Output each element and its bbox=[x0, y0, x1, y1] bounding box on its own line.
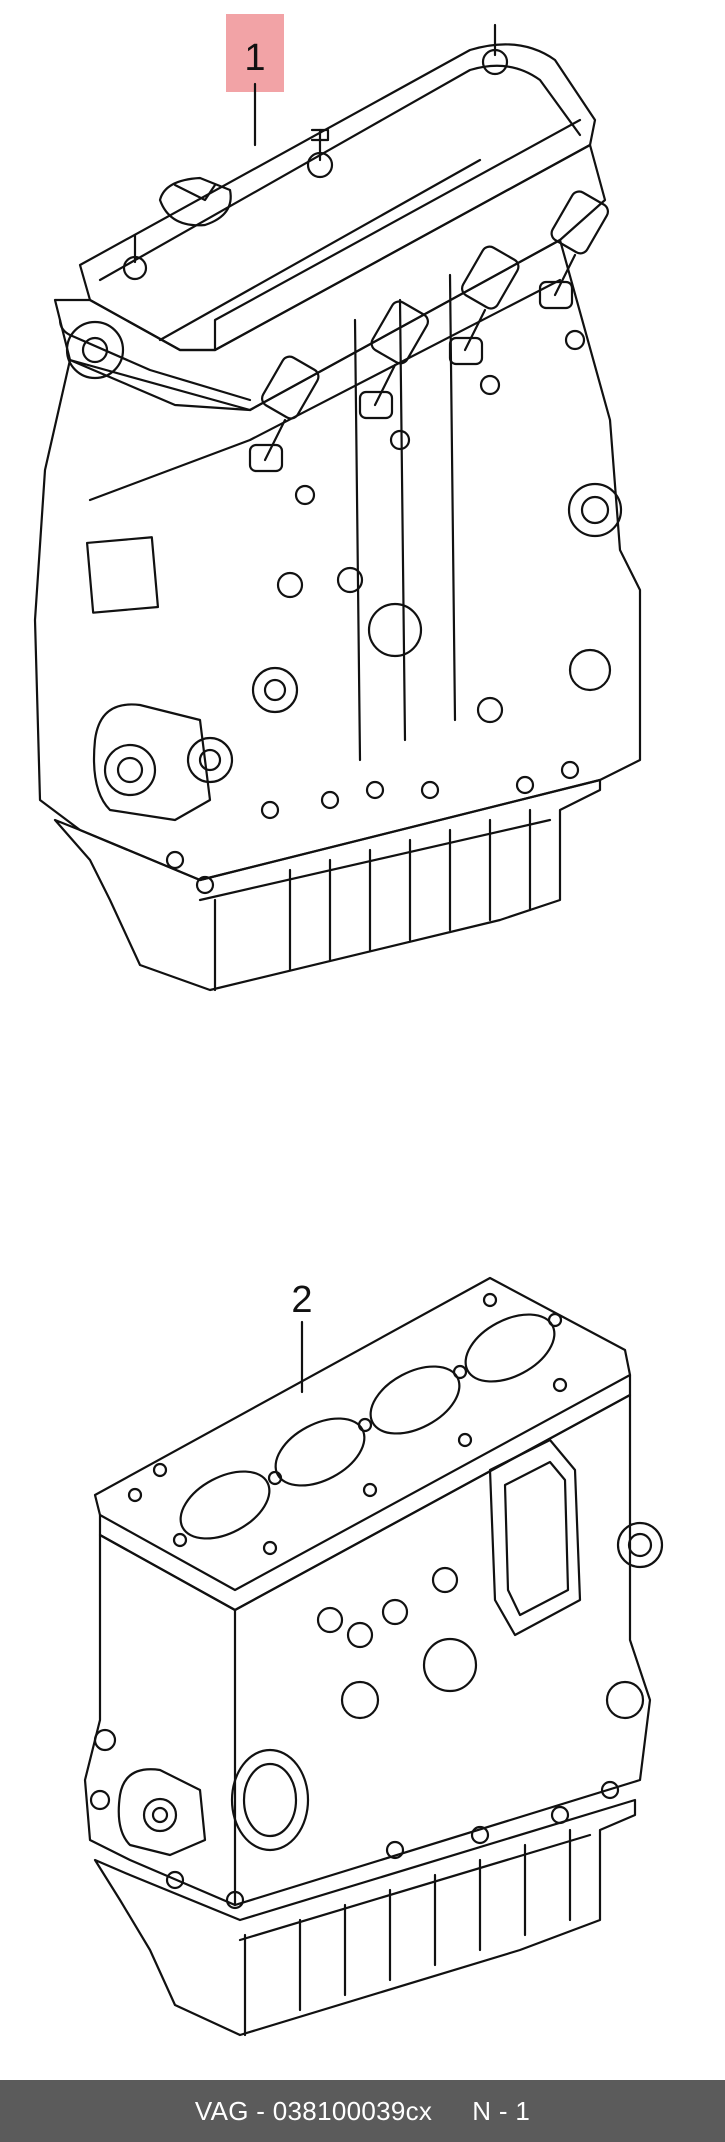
callout-2[interactable]: 2 bbox=[291, 1279, 313, 1394]
footer-bar: VAG - 038100039cx N - 1 bbox=[0, 2080, 725, 2142]
page-reference: N - 1 bbox=[472, 2095, 531, 2126]
callout-1-label: 1 bbox=[244, 37, 265, 79]
cover-stud bbox=[306, 128, 334, 179]
part-reference: VAG - 038100039cx bbox=[194, 2095, 433, 2126]
callout-2-label: 2 bbox=[291, 1279, 312, 1321]
cover-stud bbox=[481, 23, 509, 76]
complete-engine-drawing bbox=[33, 23, 642, 992]
injector bbox=[448, 245, 520, 366]
parts-diagram: 1 bbox=[33, 14, 664, 2037]
injector bbox=[358, 300, 429, 420]
front-seal bbox=[230, 1748, 310, 1852]
injector bbox=[248, 355, 320, 473]
crankshaft-pulley bbox=[92, 703, 234, 822]
injector bbox=[538, 190, 609, 310]
cover-stud bbox=[122, 233, 148, 281]
short-block-drawing bbox=[83, 1276, 664, 2037]
callout-1[interactable]: 1 bbox=[226, 14, 284, 147]
callout-1-highlight bbox=[226, 14, 284, 92]
